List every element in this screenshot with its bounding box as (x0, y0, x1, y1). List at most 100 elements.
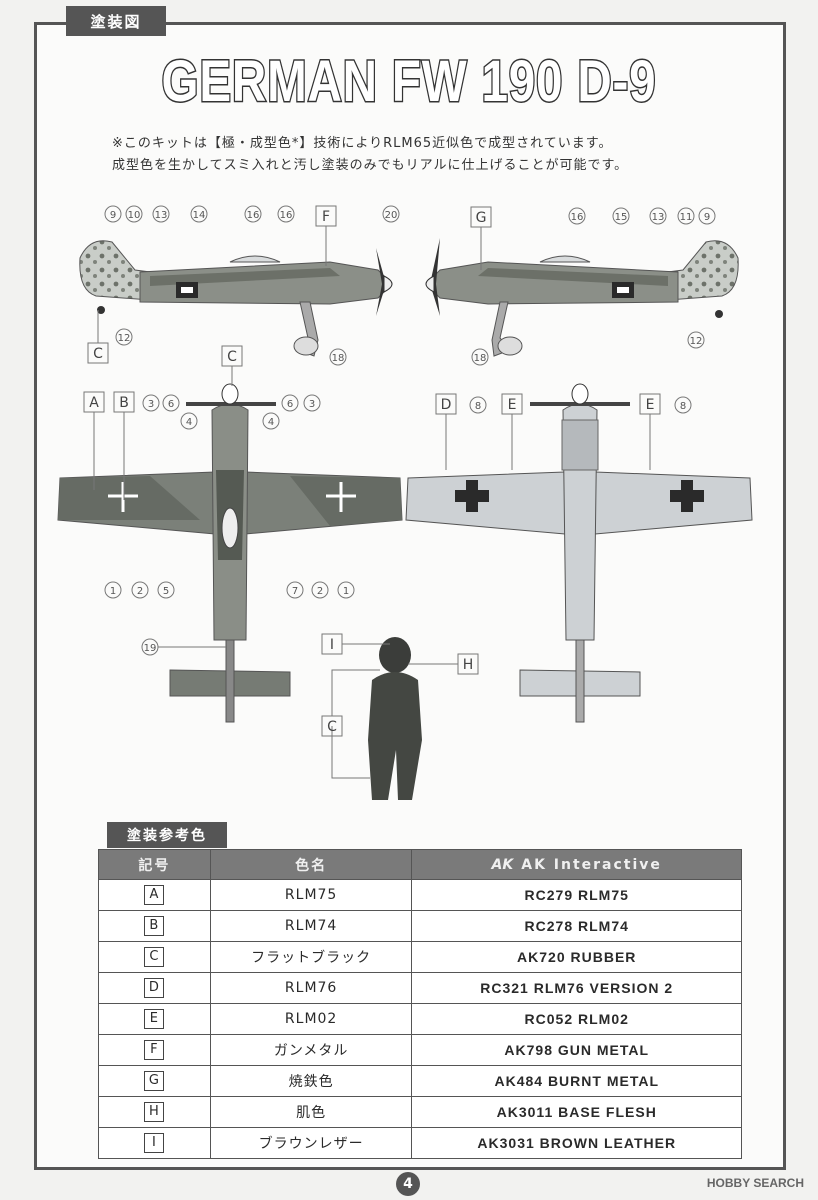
callout-side-left-1: 9 (110, 210, 116, 221)
callout-side-left-2: 10 (128, 210, 141, 221)
ak-paint: AK720 RUBBER (411, 941, 742, 973)
ak-paint: AK798 GUN METAL (411, 1034, 742, 1066)
color-name: フラットブラック (209, 941, 413, 973)
ak-paint: RC321 RLM76 VERSION 2 (411, 972, 742, 1004)
callout-top-1: 3 (148, 399, 154, 410)
callout-side-right-4: 11 (680, 212, 693, 223)
color-name: RLM74 (209, 910, 413, 942)
callout-side-left-3: 13 (155, 210, 168, 221)
box-side-left-c: C (93, 346, 103, 362)
box-pilot-i: I (330, 637, 334, 653)
color-name: 肌色 (209, 1096, 413, 1128)
ak-paint: AK3031 BROWN LEATHER (411, 1127, 742, 1159)
ak-paint: AK3011 BASE FLESH (411, 1096, 742, 1128)
callout-side-left-8: 12 (118, 333, 131, 344)
box-pilot-c: C (327, 719, 337, 735)
box-bottom-e1: E (508, 397, 517, 413)
callout-bottom-1: 8 (475, 401, 481, 412)
box-side-left-f: F (322, 209, 330, 225)
color-name: RLM75 (209, 879, 413, 911)
pilot-figure (368, 637, 422, 800)
box-top-c: C (227, 349, 237, 365)
page-number: 4 (396, 1172, 420, 1196)
color-name: ガンメタル (209, 1034, 413, 1066)
ak-paint: RC278 RLM74 (411, 910, 742, 942)
callout-top-4: 4 (268, 417, 274, 428)
callout-side-right-7: 12 (690, 336, 703, 347)
header-color-name: 色名 (209, 849, 413, 880)
color-code: D (144, 978, 165, 998)
box-side-right-g: G (476, 210, 487, 226)
side-view-left (79, 240, 393, 357)
callout-side-right-5: 9 (704, 212, 710, 223)
box-top-a: A (89, 395, 99, 411)
paint-reference-tab: 塗装参考色 (107, 822, 227, 848)
section-tab-painting: 塗装図 (66, 6, 166, 36)
callout-top-12: 1 (343, 586, 349, 597)
color-name: RLM76 (209, 972, 413, 1004)
callout-side-left-4: 14 (193, 210, 206, 221)
callout-top-6: 3 (309, 399, 315, 410)
molding-note: ※このキットは【極・成型色*】技術によりRLM65近似色で成型されています。 成… (112, 133, 628, 177)
callout-bottom-2: 8 (680, 401, 686, 412)
color-name: 焼鉄色 (209, 1065, 413, 1097)
callout-top-10: 7 (292, 586, 298, 597)
note-line-1: ※このキットは【極・成型色*】技術によりRLM65近似色で成型されています。 (112, 136, 613, 151)
color-code: F (144, 1040, 165, 1060)
callout-top-11: 2 (317, 586, 323, 597)
callout-top-8: 2 (137, 586, 143, 597)
note-line-2: 成型色を生かしてスミ入れと汚し塗装のみでもリアルに仕上げることが可能です。 (112, 158, 629, 173)
callout-top-2: 6 (168, 399, 174, 410)
bottom-view (405, 383, 753, 723)
callout-top-7: 1 (110, 586, 116, 597)
box-bottom-d: D (441, 397, 452, 413)
header-brand: AK Interactive (521, 856, 662, 873)
color-code: E (144, 1009, 165, 1029)
callout-side-right-1: 16 (571, 212, 584, 223)
box-top-b: B (119, 395, 129, 411)
color-code: H (144, 1102, 165, 1122)
color-name: ブラウンレザー (209, 1127, 413, 1159)
color-name: RLM02 (209, 1003, 413, 1035)
callouts: 9 10 13 14 16 16 20 12 18 16 15 13 11 9 … (83, 205, 716, 779)
ak-paint: RC052 RLM02 (411, 1003, 742, 1035)
callout-top-13: 19 (144, 643, 157, 654)
table-header-row: 記号 色名 AK AK Interactive (98, 849, 742, 880)
callout-side-left-7: 20 (385, 210, 398, 221)
callout-side-right-2: 15 (615, 212, 628, 223)
header-code: 記号 (98, 849, 211, 880)
callout-side-left-9: 18 (332, 353, 345, 364)
header-ak-interactive: AK AK Interactive (411, 849, 742, 880)
color-code: C (144, 947, 165, 967)
ak-logo-icon: AK (491, 856, 514, 873)
color-code: G (144, 1071, 165, 1091)
callout-side-right-6: 18 (474, 353, 487, 364)
callout-top-5: 6 (287, 399, 293, 410)
ak-paint: RC279 RLM75 (411, 879, 742, 911)
callout-side-right-3: 13 (652, 212, 665, 223)
color-code: I (144, 1133, 165, 1153)
callout-top-9: 5 (163, 586, 169, 597)
box-bottom-e2: E (646, 397, 655, 413)
callout-top-3: 4 (186, 417, 192, 428)
callout-side-left-6: 16 (280, 210, 293, 221)
side-view-right (425, 238, 739, 357)
ak-paint: AK484 BURNT METAL (411, 1065, 742, 1097)
box-pilot-h: H (463, 657, 474, 673)
watermark: HOBBY SEARCH (706, 1176, 804, 1190)
color-code: A (144, 885, 165, 905)
color-code: B (144, 916, 165, 936)
page-title: GERMAN FW 190 D-9 (160, 48, 657, 116)
callout-side-left-5: 16 (247, 210, 260, 221)
